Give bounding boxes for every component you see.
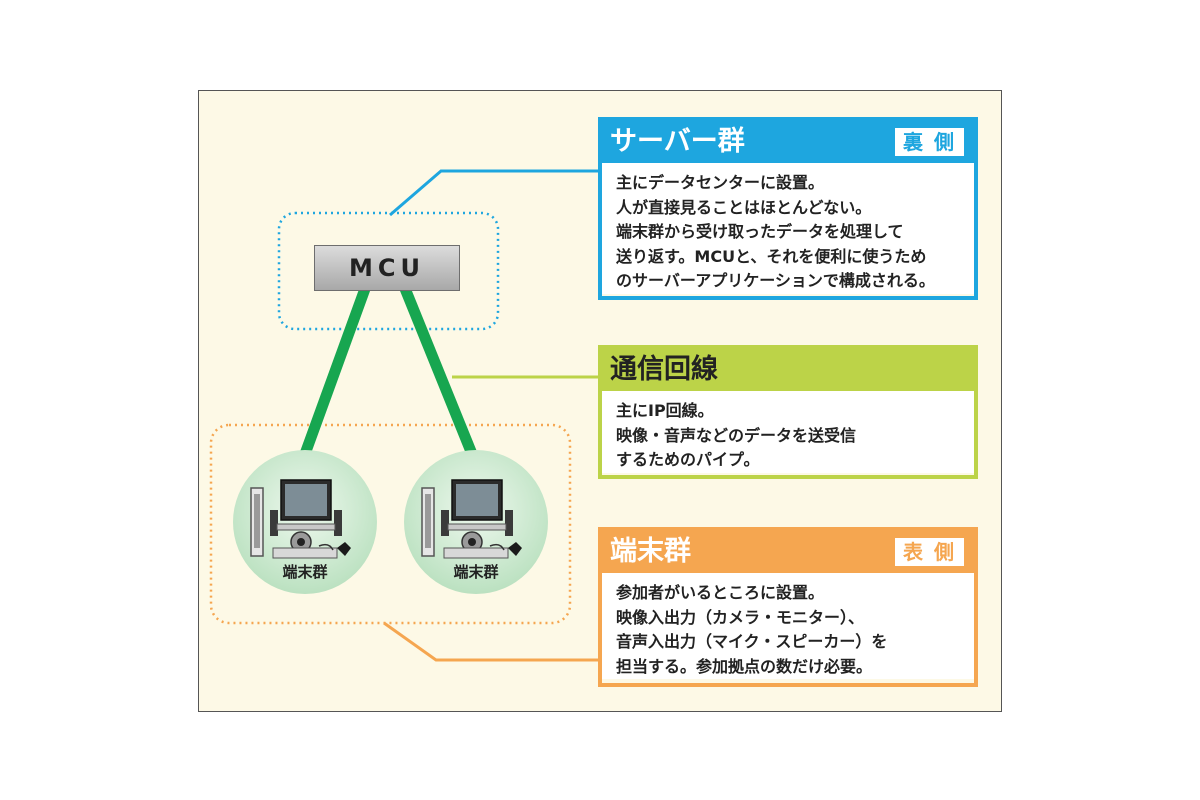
link-right [398,283,478,457]
line-panel-header: 通信回線 [602,349,974,391]
server-group-panel: サーバー群 裏 側 主にデータセンターに設置。 人が直接見ることはほとんどない。… [598,117,978,300]
frontend-tag: 表 側 [893,536,966,568]
description-line: 端末群から受け取ったデータを処理して [616,222,904,241]
mcu-box: MCU [314,245,460,291]
terminal-panel-header: 端末群 表 側 [602,531,974,573]
communication-line-panel: 通信回線 主にIP回線。 映像・音声などのデータを送受信 するためのパイプ。 [598,345,978,479]
description-line: 送り返す。MCUと、それを便利に使うため [616,246,927,266]
video-conference-terminal-icon [250,479,351,559]
description-line: 映像入出力（カメラ・モニター）、 [616,607,865,627]
video-conference-terminal-icon [421,479,522,559]
terminal-panel-description: 参加者がいるところに設置。 映像入出力（カメラ・モニター）、 音声入出力（マイク… [602,573,974,679]
terminal-panel-title: 端末群 [610,536,691,567]
description-line: するためのパイプ。 [616,450,760,469]
server-panel-title: サーバー群 [610,126,745,157]
backend-tag: 裏 側 [893,126,966,158]
line-panel-title: 通信回線 [610,354,718,385]
description-line: のサーバーアプリケーションで構成される。 [616,271,935,290]
description-line: 映像・音声などのデータを送受信 [616,425,857,445]
terminal-node-right: 端末群 [404,450,548,594]
description-line: 人が直接見ることはほとんどない。 [616,197,872,217]
terminal-label: 端末群 [453,563,499,581]
server-panel-header: サーバー群 裏 側 [602,121,974,163]
link-left [299,284,372,456]
server-group-boundary [277,211,500,331]
description-line: 音声入出力（マイク・スピーカー）を [616,632,888,651]
description-line: 主にデータセンターに設置。 [616,173,825,192]
description-line: 担当する。参加拠点の数だけ必要。 [616,656,873,676]
server-panel-description: 主にデータセンターに設置。 人が直接見ることはほとんどない。 端末群から受け取っ… [602,163,974,294]
server-callout-line [389,169,600,217]
description-line: 参加者がいるところに設置。 [616,583,825,602]
terminal-group-panel: 端末群 表 側 参加者がいるところに設置。 映像入出力（カメラ・モニター）、 音… [598,527,978,687]
description-line: 主にIP回線。 [616,401,714,420]
terminal-callout-line [383,621,600,662]
terminal-node-left: 端末群 [233,450,377,594]
terminal-label: 端末群 [282,563,328,581]
line-panel-description: 主にIP回線。 映像・音声などのデータを送受信 するためのパイプ。 [602,391,974,473]
terminal-group-boundary [209,423,572,625]
